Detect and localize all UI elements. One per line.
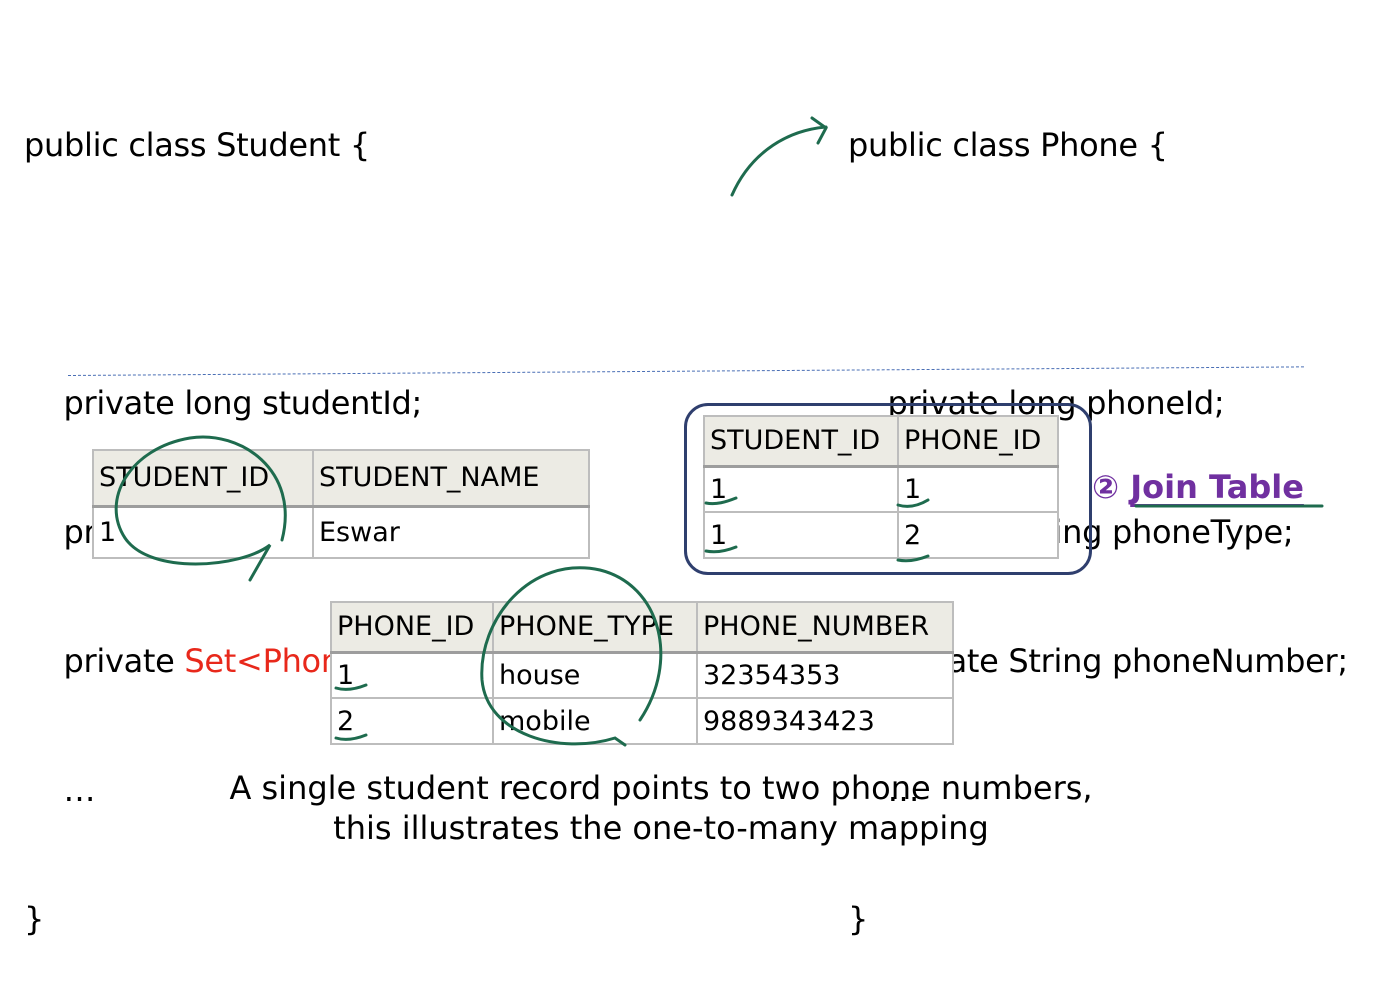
column-header: PHONE_TYPE: [492, 601, 698, 654]
table-cell: 1: [703, 511, 899, 559]
table-cell: 1: [897, 465, 1059, 513]
join-table-highlight-box: [684, 403, 1092, 575]
table-cell: 1: [703, 465, 899, 513]
code-line: …: [24, 771, 96, 809]
caption: A single student record points to two ph…: [0, 768, 1322, 848]
student-table: STUDENT_ID STUDENT_NAME 1 Eswar: [92, 449, 590, 559]
join-table: STUDENT_ID PHONE_ID 1 1 1 2: [703, 415, 1059, 559]
code-line: private long studentId;: [24, 384, 422, 422]
table-cell: 32354353: [696, 651, 954, 699]
join-table-label: ② Join Table: [1092, 468, 1304, 506]
table-cell: 2: [330, 697, 494, 745]
table-cell: 2: [897, 511, 1059, 559]
table-cell: mobile: [492, 697, 698, 745]
code-line: public class Phone {: [848, 126, 1168, 164]
table-cell: Eswar: [312, 505, 590, 559]
arrow-head-icon: [810, 116, 828, 145]
column-header: PHONE_NUMBER: [696, 601, 954, 654]
code-line: [848, 253, 1348, 296]
code-line: }: [848, 900, 869, 938]
column-header: STUDENT_ID: [703, 415, 899, 468]
table-cell: 9889343423: [696, 697, 954, 745]
column-header: PHONE_ID: [330, 601, 494, 654]
join-table-label-text: Join Table: [1130, 468, 1304, 506]
caption-line: this illustrates the one-to-many mapping: [333, 809, 989, 847]
code-line: public class Student {: [24, 126, 370, 164]
code-line: [24, 253, 778, 296]
code-line: }: [24, 900, 45, 938]
table-cell: 1: [92, 505, 314, 559]
circled-number-icon: ②: [1092, 468, 1120, 506]
column-header: STUDENT_NAME: [312, 449, 590, 508]
phone-table: PHONE_ID PHONE_TYPE PHONE_NUMBER 1 house…: [330, 601, 954, 745]
column-header: PHONE_ID: [897, 415, 1059, 468]
code-line: …: [848, 771, 920, 809]
code-prefix: private: [24, 642, 185, 680]
column-header: STUDENT_ID: [92, 449, 314, 508]
table-cell: 1: [330, 651, 494, 699]
table-cell: house: [492, 651, 698, 699]
caption-line: A single student record points to two ph…: [229, 769, 1093, 807]
